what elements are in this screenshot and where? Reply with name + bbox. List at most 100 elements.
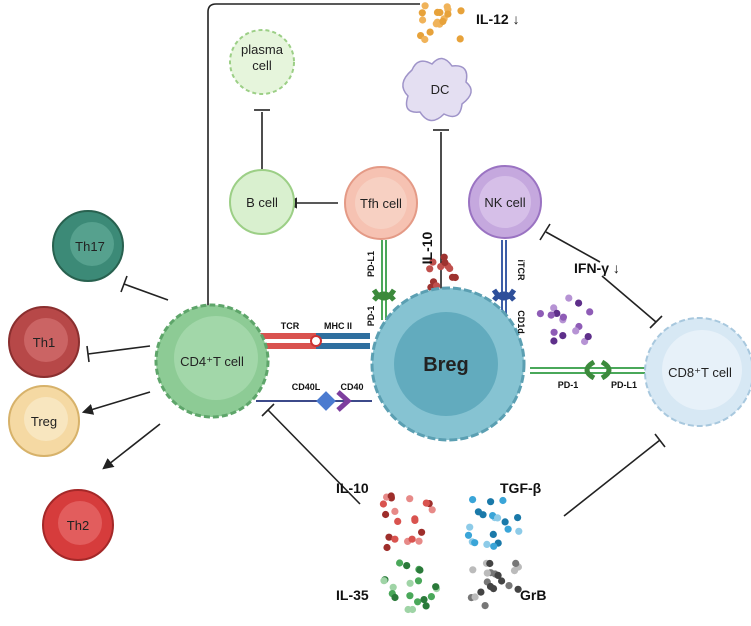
cd4-inhibit-bracket [207,3,420,312]
il10-to-cd4-line [267,409,361,505]
cytokine-dot [404,605,412,614]
pd1-cd8-label: PD-1 [558,380,579,390]
dc-label: DC [431,82,450,97]
tfh-cell: Tfh cell [344,166,418,240]
cytokine-dot [477,588,485,596]
cd4-to-th17-line [123,283,169,301]
cytokine-dot [466,523,474,531]
tcr-label: TCR [281,321,300,331]
cytokine-dot [559,332,567,340]
cytokine-dot [481,602,489,610]
cytokine-dot [471,539,479,547]
ifng-to-nk-line [545,231,601,263]
itcr-label: iTCR [516,260,526,281]
ifng-label: IFN-γ ↓ [574,260,620,276]
nk-cell: NK cell [468,165,542,239]
cd40l-label: CD40L [292,382,321,392]
ifng-to-cd8-line [601,275,657,323]
cytokine-dot [414,577,423,585]
cytokine-dot [414,598,422,606]
cd8-inhibit-bar-top [649,315,663,329]
cd8-inhibit-bar-bottom [654,433,666,448]
cd4-t-cell: CD4⁺T cell [154,303,270,419]
il10-label: IL-10 [336,480,369,496]
th1-inhibit-bar [86,345,90,363]
cytokine-dot [512,559,520,568]
th17-inhibit-bar [120,275,128,293]
cytokine-dot [553,309,561,317]
cytokine-dot [394,517,402,526]
cytokine-dot [505,582,513,590]
cytokine-dot [428,506,436,514]
cytokine-dot [391,507,399,515]
cytokine-dot [389,583,397,591]
il12-label: IL-12 ↓ [476,11,520,27]
cytokine-dot [396,559,404,567]
cytokine-dot [440,253,448,261]
breg-label: Breg [423,354,469,376]
cytokine-dot [422,602,430,610]
cytokine-dot [391,535,399,543]
th2-cell: Th2 [42,489,114,561]
grb-label: GrB [520,587,546,603]
cytokine-dot [421,2,429,10]
cd4-to-th2-arrow [102,423,161,470]
b-cell: B cell [229,169,295,235]
cytokine-dot [487,498,495,506]
cytokine-dot [471,593,479,601]
cytokine-dot [547,311,555,319]
tfh-cell-label: Tfh cell [360,196,402,211]
il10-top-label: IL-10 [419,231,435,264]
th2-label: Th2 [67,518,89,533]
pd1-pdl1-tfh-bridge [371,240,397,320]
cytokine-dot [433,8,442,16]
cytokine-dot [391,593,399,602]
th1-cell: Th1 [8,306,80,378]
pdl1-cd8-label: PD-L1 [611,380,637,390]
cytokine-dot [501,518,509,526]
grb-dots [467,559,523,610]
cytokine-dot [586,308,594,316]
cytokine-dot [483,569,491,577]
cytokine-dot [498,577,506,585]
il12-dots [417,2,465,44]
plasma-label-1: plasma [241,42,284,57]
cytokine-dot [514,514,522,522]
cd1d-label: CD1d [516,310,526,334]
cd40-label: CD40 [340,382,363,392]
cytokine-dot [441,258,449,267]
treg-label: Treg [31,414,57,429]
cytokine-dot [419,16,427,24]
tcr-mhc-bridge [256,333,370,349]
cytokine-dot [403,562,411,570]
cytokine-dot [446,264,454,273]
cytokine-dot [415,537,423,545]
cytokine-dot [489,530,497,539]
cytokine-dot [444,10,452,18]
cytokine-dot [490,542,498,550]
cytokine-dot [383,543,391,552]
cytokine-dot [382,510,390,519]
pd1-tfh-label: PD-1 [366,306,376,327]
cytokine-dot [486,559,494,568]
cytokine-dot [464,531,473,539]
cytokine-dot [550,337,558,345]
th17-label: Th17 [75,239,105,254]
cytokine-dot [494,571,502,580]
dc-cell: DC [402,57,472,122]
cytokine-dot [483,540,491,549]
il35-dots [380,559,441,614]
cytokine-dot [489,585,498,593]
cytokine-dot [456,35,464,43]
cytokine-dot [448,273,457,281]
cytokine-dot [420,596,428,604]
b-cell-label: B cell [246,195,278,210]
th1-label: Th1 [33,335,55,350]
cytokine-dot [421,35,429,44]
nk-cell-label: NK cell [484,195,525,210]
cytokine-dot [418,528,426,536]
cytokine-dot [429,258,437,266]
